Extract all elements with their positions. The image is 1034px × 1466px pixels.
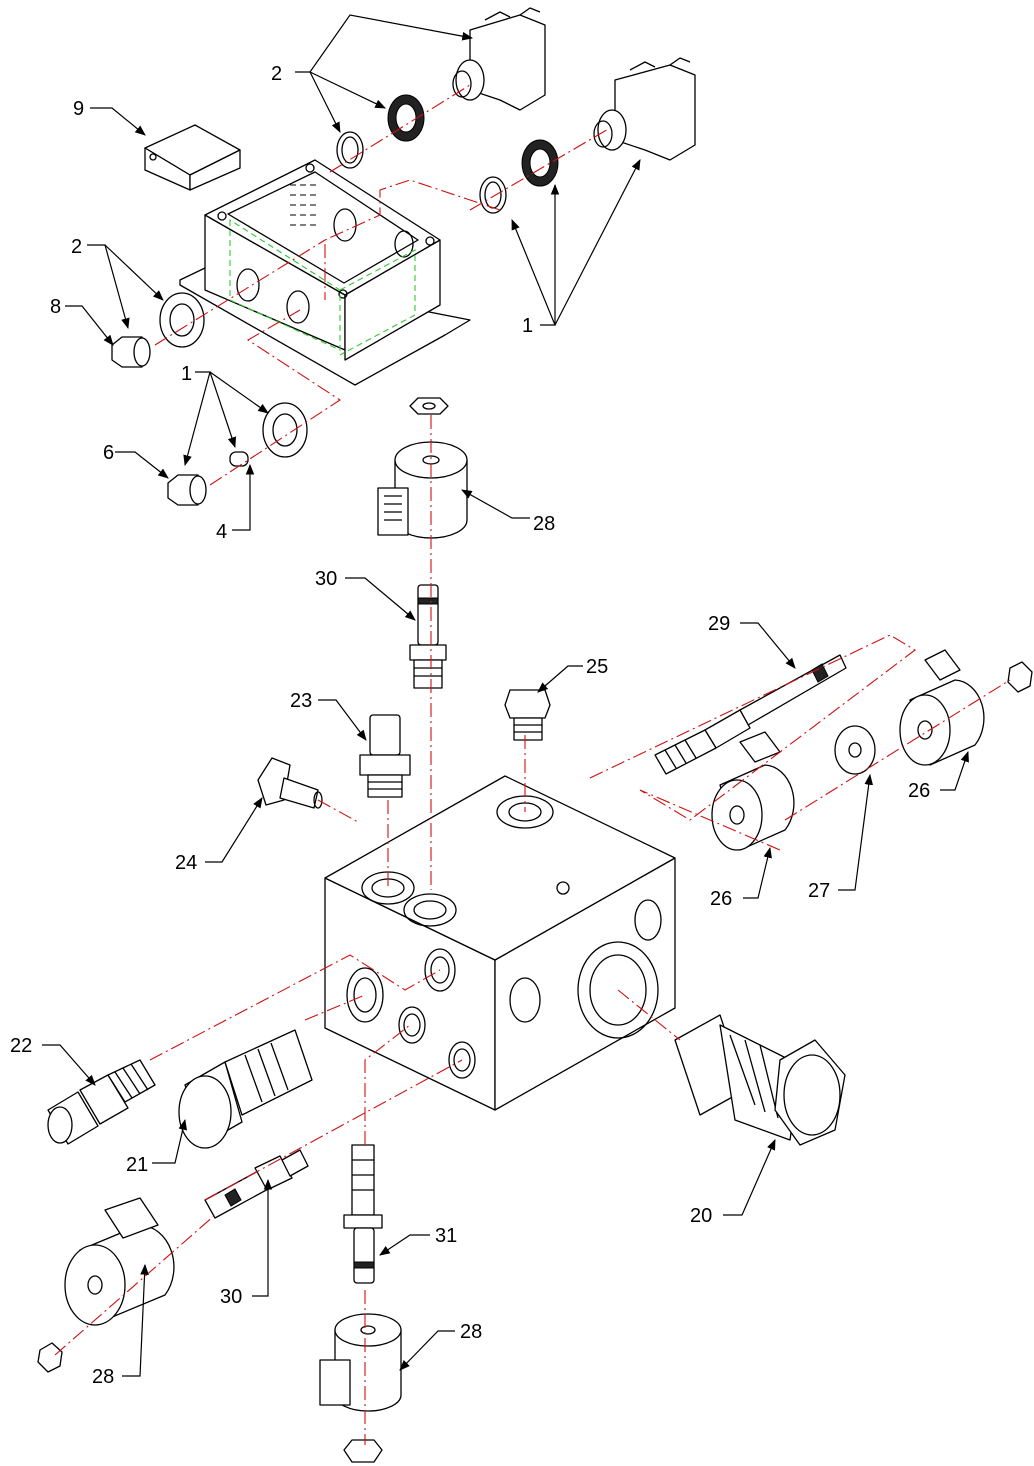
- callout-30-lower: 30: [220, 1286, 242, 1308]
- callout-28-bottom: 28: [460, 1321, 482, 1343]
- part-9-block: [144, 124, 241, 191]
- coil-28-bottom: [319, 1313, 402, 1412]
- callout-8: 8: [50, 296, 61, 318]
- callout-25: 25: [586, 656, 608, 678]
- washer-27: [834, 725, 876, 775]
- junction-box: [179, 159, 471, 386]
- callout-6: 6: [103, 442, 114, 464]
- callout-20: 20: [690, 1205, 712, 1227]
- cartridge-22: [47, 1059, 156, 1145]
- nut-top: [409, 397, 449, 415]
- gland-nut-1: [262, 402, 308, 458]
- coil-26-right: [899, 649, 985, 766]
- callout-labels: 1 1 1 2 2 4 6 8 9 20 21 22 23 24 25 26 2…: [10, 63, 930, 1388]
- callout-21: 21: [126, 1154, 148, 1176]
- cartridge-29: [654, 654, 847, 775]
- callout-28-left: 28: [92, 1366, 114, 1388]
- cartridge-31: [343, 1144, 383, 1284]
- callout-24: 24: [175, 852, 197, 874]
- callout-9: 9: [73, 98, 84, 120]
- pin-4: [229, 451, 249, 467]
- nut-bottom: [343, 1439, 383, 1463]
- knurled-ring-lower: [521, 139, 559, 187]
- coil-26-left: [711, 731, 795, 851]
- callout-2-switch: 2: [271, 63, 282, 85]
- plug-6: [167, 474, 207, 506]
- cartridge-21: [178, 1029, 313, 1149]
- knurled-ring-upper: [387, 94, 425, 142]
- switch-lower: [593, 57, 696, 161]
- cartridge-25: [504, 689, 551, 741]
- cartridge-30-upper: [409, 584, 447, 689]
- callout-28-top: 28: [533, 513, 555, 535]
- callout-26-right: 26: [908, 780, 930, 802]
- callout-31: 31: [435, 1225, 457, 1247]
- callout-2-gland: 2: [71, 236, 82, 258]
- callout-29: 29: [708, 613, 730, 635]
- callout-27: 27: [808, 880, 830, 902]
- cartridge-30-lower: [204, 1149, 309, 1219]
- switch-upper: [452, 7, 546, 111]
- cartridge-24: [257, 757, 323, 809]
- coil-28-top: [377, 441, 468, 539]
- callout-4: 4: [216, 521, 227, 543]
- assembly-centerlines: [54, 84, 1011, 1445]
- callout-30-upper: 30: [315, 568, 337, 590]
- coil-28-left: [64, 1197, 175, 1326]
- gland-nut-2: [159, 292, 205, 348]
- callout-26-left: 26: [710, 888, 732, 910]
- callout-1-fitting: 1: [181, 363, 192, 385]
- callout-22: 22: [10, 1035, 32, 1057]
- plug-8: [111, 336, 151, 368]
- callout-23: 23: [290, 690, 312, 712]
- nut-28-left: [37, 1342, 63, 1373]
- o-ring-upper: [336, 131, 364, 169]
- manifold-block: [324, 775, 676, 1111]
- leader-lines: [42, 14, 969, 1377]
- cartridge-23: [359, 714, 411, 798]
- cartridge-20: [674, 1014, 846, 1146]
- callout-1-switch: 1: [522, 315, 533, 337]
- o-ring-lower: [479, 176, 507, 214]
- nut-26: [1007, 661, 1033, 693]
